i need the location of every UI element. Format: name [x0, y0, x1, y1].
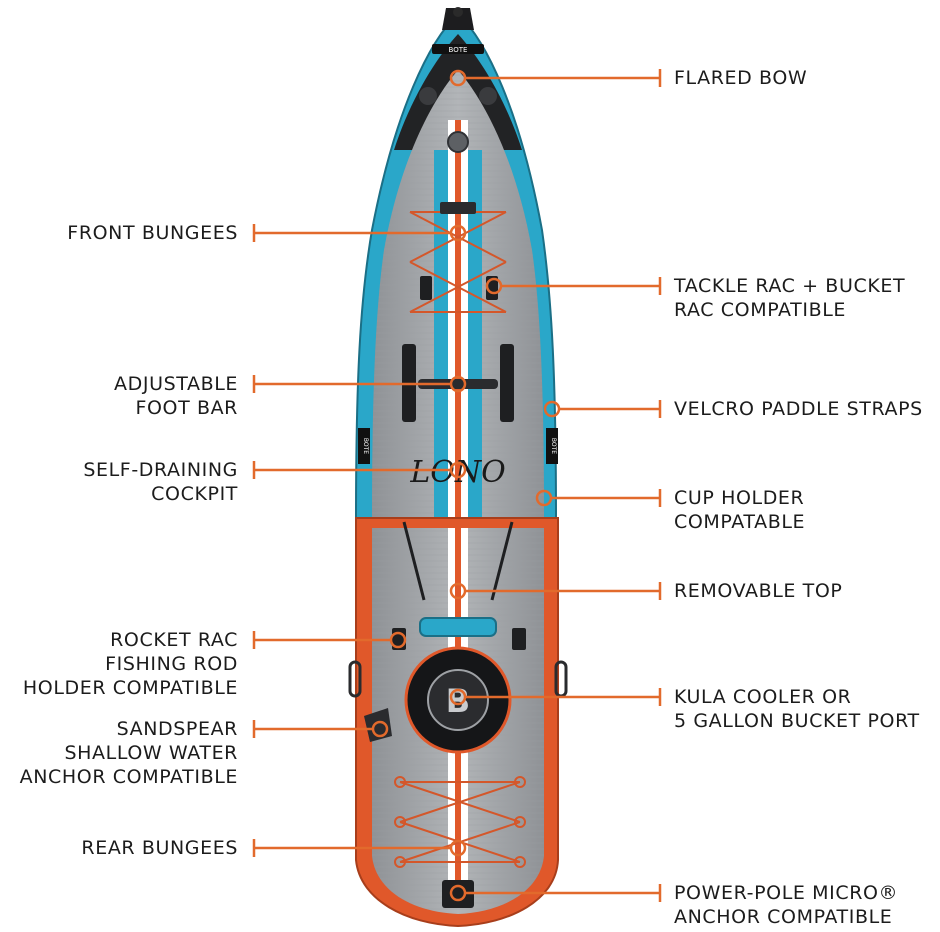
side-handle-left — [348, 660, 362, 698]
marker-ring-icon — [543, 400, 561, 418]
seat-straps — [402, 521, 514, 601]
callout-line: ANCHOR COMPATIBLE — [19, 766, 238, 788]
hub-logo: B — [446, 682, 470, 720]
rod-holder-right — [512, 628, 526, 650]
nose-handle-icon — [453, 7, 463, 17]
callout-line: KULA COOLER OR — [674, 686, 852, 708]
callout-line: REAR BUNGEES — [81, 837, 238, 859]
foot-pad-right — [500, 344, 514, 422]
callout-line: ADJUSTABLE — [114, 373, 238, 395]
power-pole-mount — [442, 880, 474, 908]
callout-flared-bow: FLARED BOW — [674, 66, 807, 90]
bow-badge: BOTE — [449, 46, 468, 54]
side-handle-right — [554, 660, 568, 698]
front-bungees-group — [409, 211, 507, 313]
foot-bar — [418, 379, 498, 389]
marker-ring-icon — [535, 489, 553, 507]
callout-line: HOLDER COMPATIBLE — [22, 677, 238, 699]
callout-line: RAC COMPATIBLE — [674, 299, 847, 321]
bow-badge-plate — [432, 44, 484, 54]
callout-rear-bungees: REAR BUNGEES — [81, 836, 238, 860]
callout-power-pole: POWER-POLE MICRO®ANCHOR COMPATIBLE — [674, 881, 898, 929]
cooler-hub — [427, 669, 489, 731]
nose-cap — [442, 8, 474, 30]
bow-hatch-icon — [419, 87, 437, 105]
center-stripe-orange — [455, 120, 461, 900]
callout-line: VELCRO PADDLE STRAPS — [674, 398, 923, 420]
callout-line: TACKLE RAC + BUCKET — [674, 275, 906, 297]
rear-bungee-anchors — [394, 776, 526, 868]
callout-line: REMOVABLE TOP — [674, 580, 843, 602]
deck-badge-plate — [440, 202, 476, 214]
callout-line: COMPATABLE — [674, 511, 806, 533]
tackle-mount-left — [420, 276, 432, 300]
side-badge-left-plate — [358, 428, 370, 464]
marker-ring-icon — [449, 375, 467, 393]
callout-line: CUP HOLDER — [674, 487, 805, 509]
callout-line: COCKPIT — [151, 483, 238, 505]
marker-ring-icon — [449, 884, 467, 902]
callout-paddle-straps: VELCRO PADDLE STRAPS — [674, 397, 923, 421]
side-badge-left: BOTE — [362, 438, 369, 454]
marker-ring-icon — [449, 69, 467, 87]
marker-ring-icon — [449, 461, 467, 479]
marker-ring-icon — [389, 631, 407, 649]
side-badge-right: BOTE — [550, 438, 557, 454]
marker-ring-icon — [449, 839, 467, 857]
callout-line: FLARED BOW — [674, 67, 808, 89]
marker-ring-icon — [485, 277, 503, 295]
callout-line: ROCKET RAC — [110, 629, 238, 651]
callout-line: FOOT BAR — [135, 397, 238, 419]
side-badge-right-plate — [546, 428, 558, 464]
bow-hatch-icon — [479, 87, 497, 105]
callout-line: SANDSPEAR — [116, 718, 238, 740]
marker-ring-icon — [449, 224, 467, 242]
callout-removable-top: REMOVABLE TOP — [674, 579, 842, 603]
callout-line: FISHING ROD — [105, 653, 238, 675]
callout-line: POWER-POLE MICRO® — [674, 882, 899, 904]
marker-ring-icon — [449, 582, 467, 600]
callout-line: SELF-DRAINING — [83, 459, 238, 481]
callout-line: FRONT BUNGEES — [67, 222, 238, 244]
marker-ring-icon — [449, 688, 467, 706]
seat-handle — [419, 617, 497, 637]
deck-logo: LONO — [409, 455, 505, 490]
callout-line: ANCHOR COMPATIBLE — [674, 906, 893, 928]
callout-line: 5 GALLON BUCKET PORT — [674, 710, 920, 732]
marker-ring-icon — [371, 720, 389, 738]
callout-line: SHALLOW WATER — [64, 742, 238, 764]
callout-front-bungees: FRONT BUNGEES — [67, 221, 238, 245]
bow-gauge-icon — [447, 131, 469, 153]
